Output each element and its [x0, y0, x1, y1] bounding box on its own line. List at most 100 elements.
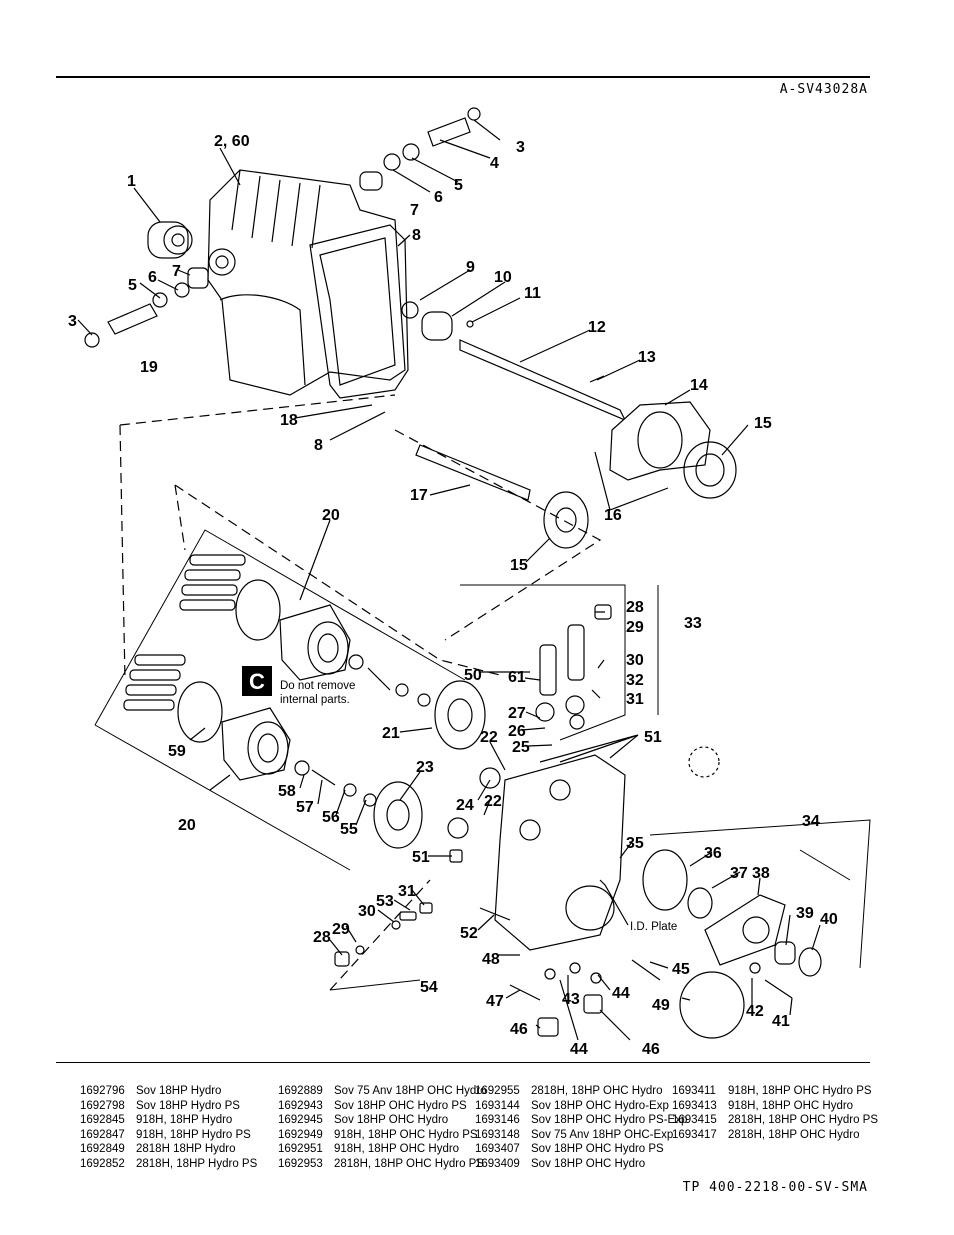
callout-51b: 51: [412, 849, 430, 866]
callout-48: 48: [482, 951, 500, 968]
model-part-number: 1692849: [80, 1143, 125, 1156]
callout-35: 35: [626, 835, 644, 852]
model-description: 2818H 18HP Hydro: [136, 1143, 236, 1156]
model-part-number: 1692951: [278, 1143, 323, 1156]
bottom-rule: [56, 1062, 870, 1063]
callout-28b: 28: [313, 929, 331, 946]
callout-8a: 8: [412, 227, 421, 244]
section-c-badge: [242, 666, 272, 696]
callout-56: 56: [322, 809, 340, 826]
section-letter: C: [249, 669, 265, 694]
callout-7b: 7: [172, 263, 181, 280]
gasket: [309, 224, 409, 399]
callout-44b: 44: [570, 1041, 588, 1058]
callout-4: 4: [490, 155, 499, 172]
callout-12: 12: [588, 319, 606, 336]
callout-6a: 6: [434, 189, 443, 206]
callout-29b: 29: [332, 921, 350, 938]
callout-32: 32: [626, 672, 644, 689]
model-description: 918H, 18HP OHC Hydro PS: [728, 1085, 872, 1097]
callout-53: 53: [376, 893, 394, 910]
callout-20a: 20: [322, 507, 340, 524]
callout-26: 26: [508, 723, 526, 740]
model-description: Sov 18HP OHC Hydro PS: [531, 1143, 664, 1156]
callout-1: 1: [127, 173, 136, 190]
callout-22b: 22: [484, 793, 502, 810]
callout-55: 55: [340, 821, 358, 838]
callout-11: 11: [524, 285, 541, 302]
callout-44a: 44: [612, 985, 630, 1002]
callout-40: 40: [820, 911, 838, 928]
model-description: 2818H, 18HP OHC Hydro: [728, 1128, 860, 1141]
model-part-number: 1693411: [672, 1085, 716, 1097]
model-part-number: 1692889: [278, 1085, 323, 1097]
model-part-number: 1693148: [475, 1128, 520, 1141]
model-description: 918H, 18HP OHC Hydro PS: [334, 1128, 478, 1141]
model-part-number: 1693417: [672, 1128, 717, 1141]
drawing-code: A-SV43028A: [779, 82, 868, 97]
model-description: Sov 18HP Hydro: [136, 1085, 222, 1097]
callout-17: 17: [410, 487, 428, 504]
callout-37: 37: [730, 865, 748, 882]
callout-23: 23: [416, 759, 434, 776]
callout-50: 50: [464, 667, 482, 684]
model-description: 2818H, 18HP Hydro PS: [136, 1157, 258, 1170]
model-row: 1693144 Sov 18HP OHC Hydro-Exp: [475, 1099, 687, 1114]
model-description: Sov 75 Anv 18HP OHC-Exp: [531, 1128, 674, 1141]
callout-47: 47: [486, 993, 504, 1010]
model-description: Sov 18HP OHC Hydro-Exp: [531, 1099, 669, 1112]
model-description: 918H, 18HP OHC Hydro: [334, 1143, 460, 1156]
piston-set-lower: [123, 654, 186, 711]
note-line-1: Do not remove: [280, 680, 355, 692]
model-part-number: 1693146: [475, 1114, 520, 1127]
callout-41: 41: [772, 1013, 790, 1030]
callout-3b: 3: [68, 313, 77, 330]
callout-51a: 51: [644, 729, 662, 746]
callout-29a: 29: [626, 619, 644, 636]
callout-19: 19: [140, 359, 158, 376]
callout-33: 33: [684, 615, 702, 632]
model-row: 1692943 Sov 18HP OHC Hydro PS: [278, 1099, 487, 1114]
id-plate-label: I.D. Plate: [630, 921, 677, 933]
callout-43: 43: [562, 991, 580, 1008]
model-part-number: 1692945: [278, 1114, 323, 1127]
model-part-number: 1693415: [672, 1114, 717, 1127]
callout-21: 21: [382, 725, 400, 742]
callout-15b: 15: [510, 557, 528, 574]
model-part-number: 1693144: [475, 1099, 520, 1112]
model-part-number: 1692943: [278, 1099, 323, 1112]
callout-30a: 30: [626, 652, 644, 669]
model-description: Sov 18HP OHC Hydro: [531, 1157, 646, 1170]
callout-15a: 15: [754, 415, 772, 432]
model-description: Sov 18HP OHC Hydro PS-Exp: [531, 1114, 688, 1127]
callout-58: 58: [278, 783, 296, 800]
callout-28a: 28: [626, 599, 644, 616]
callout-18: 18: [280, 412, 298, 429]
callout-24: 24: [456, 797, 474, 814]
model-row: 1693148 Sov 75 Anv 18HP OHC-Exp: [475, 1128, 687, 1143]
model-row: 1693411 918H, 18HP OHC Hydro PS: [672, 1084, 878, 1099]
callout-3a: 3: [516, 139, 525, 156]
pin-4: [427, 117, 471, 147]
model-description: Sov 18HP OHC Hydro PS: [334, 1099, 467, 1112]
callout-10: 10: [494, 269, 512, 286]
callout-16: 16: [604, 507, 622, 524]
callout-30b: 30: [358, 903, 376, 920]
model-description: Sov 18HP Hydro PS: [136, 1099, 240, 1112]
callout-9: 9: [466, 259, 475, 276]
callout-52: 52: [460, 925, 478, 942]
